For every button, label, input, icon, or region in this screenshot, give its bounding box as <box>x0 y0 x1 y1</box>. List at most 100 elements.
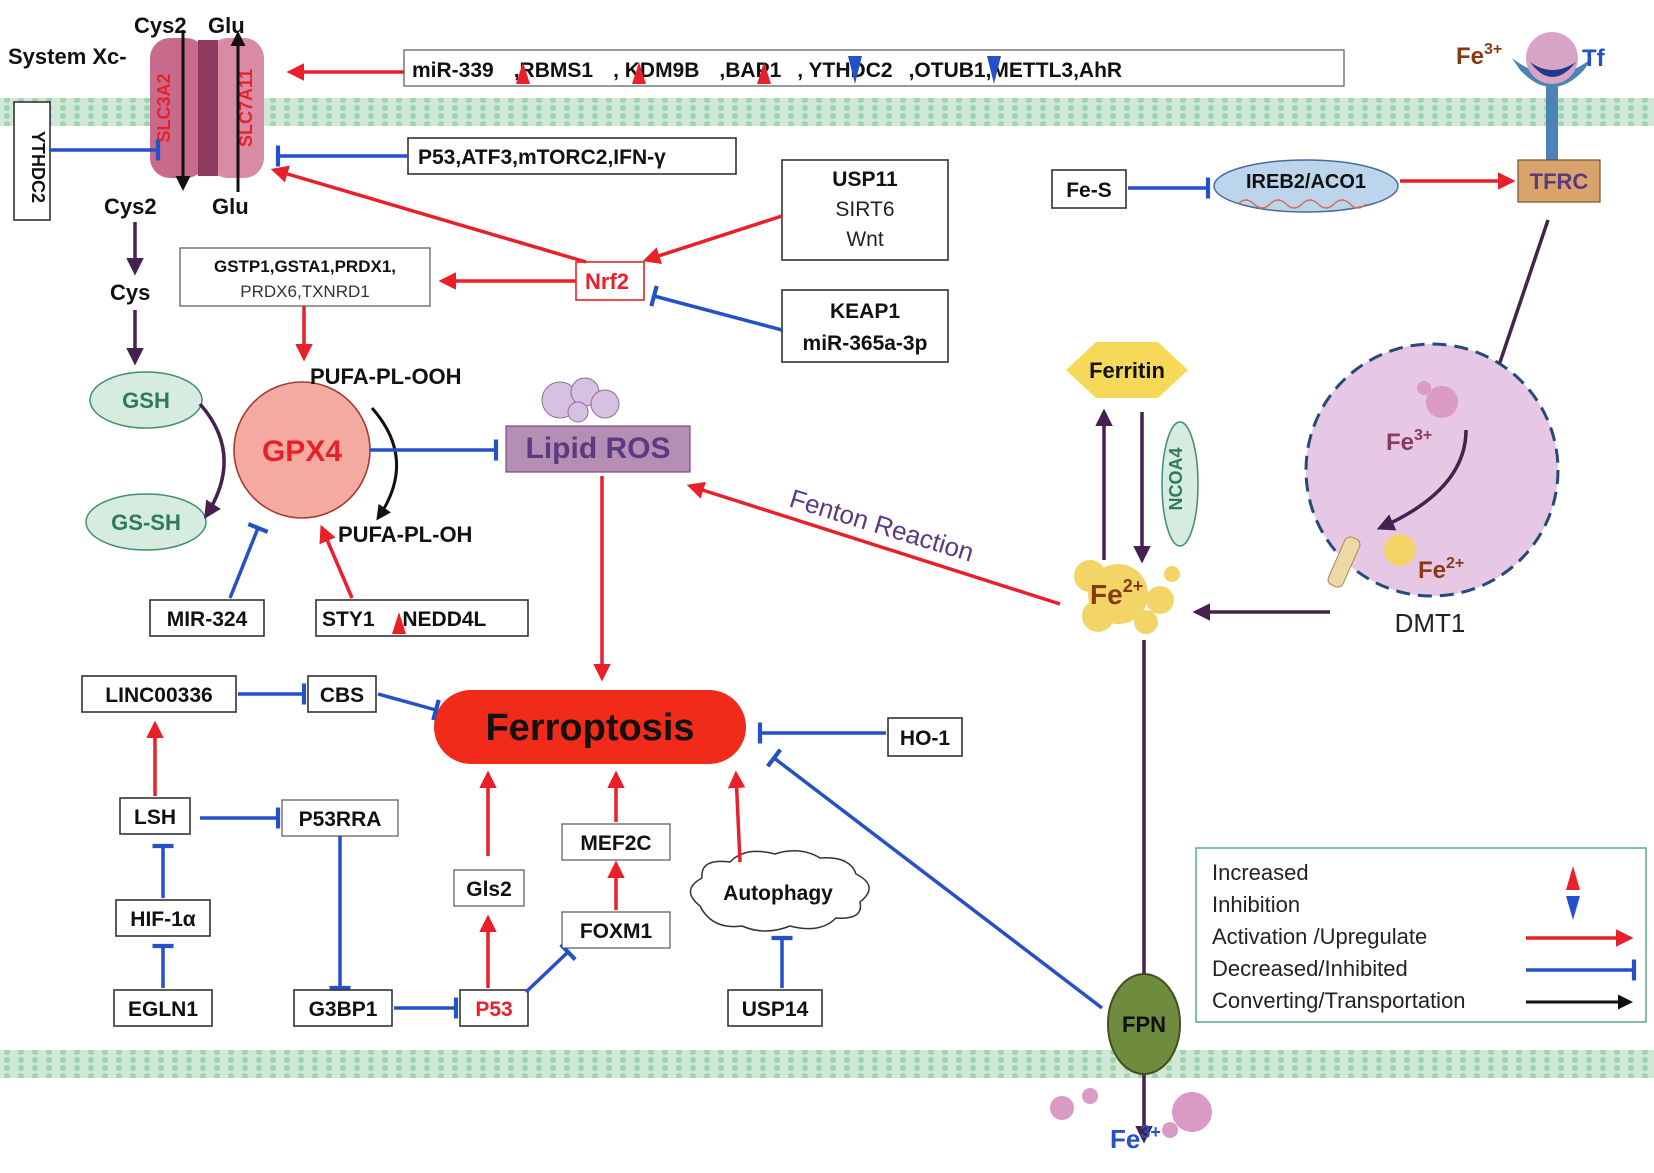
keap1-label: KEAP1 <box>830 300 900 323</box>
ferritin-node <box>1066 342 1188 398</box>
hif1a-box <box>115 899 211 937</box>
legend-item-converting: Converting/Transportation <box>1212 988 1466 1013</box>
nrf2-to-slc7a11-arrow <box>270 165 587 264</box>
slc3a2-label: SLC3A2 <box>154 73 174 142</box>
system-xc-label: System Xc- <box>8 44 127 69</box>
fe3-export-label: Fe3+ <box>1110 1122 1161 1154</box>
transferrin-receptor <box>1512 32 1592 168</box>
autophagy-label: Autophagy <box>723 882 833 905</box>
tfrc-label: TFRC <box>1530 169 1589 194</box>
usp14-box <box>727 989 823 1027</box>
sty1-text: STY1,NEDD4L <box>322 608 487 631</box>
tfrc-box <box>1517 159 1601 203</box>
sty1-increase-marker <box>392 612 406 634</box>
fpn-label: FPN <box>1122 1012 1166 1037</box>
endosome <box>1304 342 1560 598</box>
legend-item-inhibition: Inhibition <box>1212 892 1300 917</box>
nrf2-inhibitors-box <box>781 289 949 363</box>
gls2-box <box>453 869 525 907</box>
legend-increase-marker <box>1566 866 1580 890</box>
p53-atf3-label: P53,ATF3,mTORC2,IFN-γ <box>418 146 666 169</box>
ho1-label: HO-1 <box>900 727 950 750</box>
top-membrane <box>0 98 1654 126</box>
lipid-droplets <box>541 377 620 423</box>
g3bp1-box <box>293 989 393 1027</box>
gls2-label: Gls2 <box>466 878 512 901</box>
foxm1-box <box>561 911 671 949</box>
fe2-endosome-label: Fe2+ <box>1418 555 1464 584</box>
gsh-node <box>89 371 203 429</box>
fe3-export-particles <box>1050 1088 1212 1138</box>
linc00336-label: LINC00336 <box>105 684 212 707</box>
cbs-box <box>307 675 377 713</box>
fenton-reaction-arrow <box>686 481 1061 606</box>
dmt1-label: DMT1 <box>1395 608 1466 638</box>
usp14-label: USP14 <box>742 998 809 1021</box>
wnt-label: Wnt <box>846 228 884 251</box>
lipid-ros-box <box>505 425 691 473</box>
sty1-box <box>315 599 529 637</box>
glu-bottom-label: Glu <box>212 194 249 219</box>
egln1-box <box>113 989 213 1027</box>
lsh-box <box>119 797 191 835</box>
ferroptosis-node <box>434 690 746 764</box>
pufa-ooh-label: PUFA-PL-OOH <box>310 364 462 389</box>
p53-box <box>459 989 529 1027</box>
inhibitors-to-nrf2-arrow <box>649 285 783 332</box>
fes-box <box>1051 169 1127 209</box>
nrf2-box <box>575 261 645 301</box>
fes-label: Fe-S <box>1066 179 1112 202</box>
slc7a11-label: SLC7A11 <box>236 69 256 147</box>
p53-label: P53 <box>475 998 512 1021</box>
gpx4-label: GPX4 <box>262 435 342 468</box>
system-xc-transporter: SLC3A2 SLC7A11 <box>150 30 264 192</box>
activators-to-nrf2-arrow <box>642 214 783 265</box>
cys2-bottom-label: Cys2 <box>104 194 157 219</box>
legend-decrease-marker <box>1566 896 1580 920</box>
ireb2-label: IREB2/ACO1 <box>1246 171 1366 193</box>
usp11-label: USP11 <box>832 168 898 191</box>
mir365-label: miR-365a-3p <box>803 332 928 355</box>
legend-item-increased: Increased <box>1212 860 1309 885</box>
cys2-top-label: Cys2 <box>134 13 187 38</box>
pufa-oh-label: PUFA-PL-OH <box>338 522 472 547</box>
ncoa4-node <box>1161 421 1199 547</box>
legend-item-activation: Activation /Upregulate <box>1212 924 1427 949</box>
g3bp1-label: G3BP1 <box>309 998 378 1021</box>
ferroptosis-label: Ferroptosis <box>485 707 694 749</box>
tf-label: Tf <box>1582 45 1606 72</box>
nrf2-activators-box <box>781 159 949 261</box>
fe3-top-label: Fe3+ <box>1456 41 1502 70</box>
linc00336-box <box>81 675 237 713</box>
cbs-label: CBS <box>320 684 364 707</box>
hif1a-label: HIF-1α <box>130 908 196 931</box>
fpn-node <box>1107 973 1181 1075</box>
nrf2-targets-line1: GSTP1,GSTA1,PRDX1, <box>214 257 396 276</box>
fe3-endosome-label: Fe3+ <box>1386 427 1432 456</box>
ho1-box <box>887 717 963 757</box>
lsh-label: LSH <box>134 806 176 829</box>
legend-item-decreased: Decreased/Inhibited <box>1212 956 1408 981</box>
nrf2-targets-line2: PRDX6,TXNRD1 <box>240 282 369 301</box>
mir324-box <box>149 599 265 637</box>
fe2-pool <box>1074 560 1180 634</box>
mef2c-box <box>561 823 671 861</box>
gssh-node <box>85 493 207 551</box>
autophagy-cloud <box>689 850 870 932</box>
decrease-markers <box>848 56 1001 84</box>
sirt6-label: SIRT6 <box>835 198 894 221</box>
gsh-label: GSH <box>122 388 170 413</box>
nrf2-label: Nrf2 <box>585 269 629 294</box>
gssh-label: GS-SH <box>111 510 181 535</box>
ythdc2-box <box>13 101 51 221</box>
ythdc2-label: YTHDC2 <box>28 131 48 203</box>
bottom-membrane <box>0 1050 1654 1078</box>
cys-label: Cys <box>110 280 150 305</box>
ferritin-label: Ferritin <box>1089 358 1165 383</box>
increase-markers <box>516 62 771 84</box>
lipid-ros-label: Lipid ROS <box>526 432 671 465</box>
glu-top-label: Glu <box>208 13 245 38</box>
p53rra-label: P53RRA <box>299 808 382 831</box>
egln1-label: EGLN1 <box>128 998 198 1021</box>
fe2-pool-label: Fe2+ <box>1090 576 1143 610</box>
